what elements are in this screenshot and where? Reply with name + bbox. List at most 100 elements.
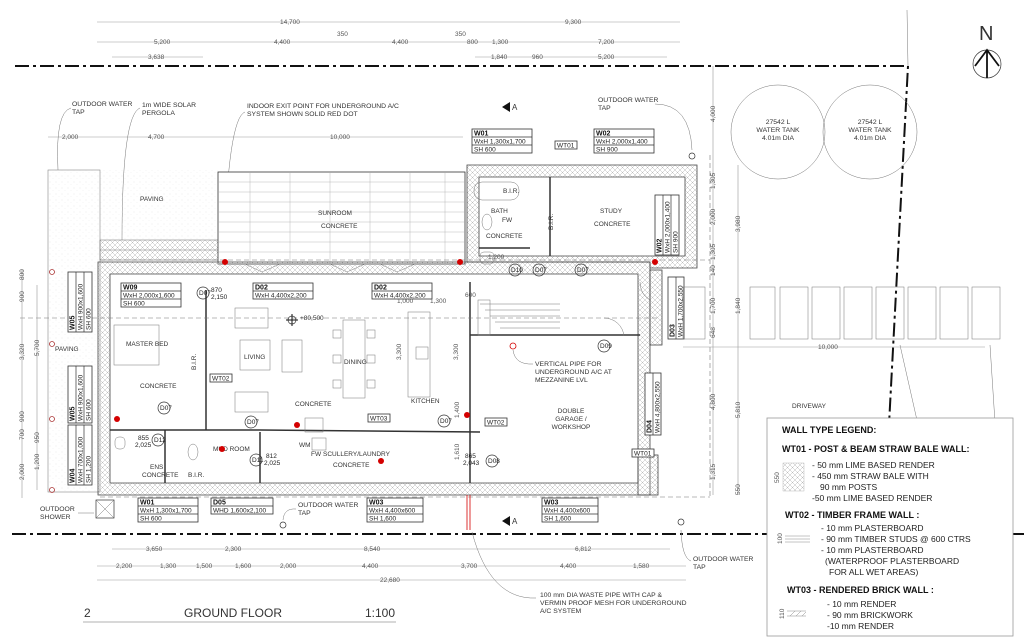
- svg-text:W05: W05: [70, 407, 77, 422]
- svg-text:SH 600: SH 600: [140, 516, 162, 523]
- dim: 3,638: [148, 54, 165, 61]
- svg-text:WT02: WT02: [212, 376, 230, 383]
- svg-text:2,200: 2,200: [116, 563, 133, 570]
- water-tank-2: 27542 L WATER TANK 4.01m DIA: [822, 84, 918, 180]
- dim: 4,700: [148, 134, 165, 141]
- svg-text:D02: D02: [255, 285, 268, 292]
- svg-text:SH 1,600: SH 1,600: [544, 516, 571, 523]
- svg-text:3,300: 3,300: [453, 343, 460, 360]
- svg-text:1,000: 1,000: [397, 298, 414, 305]
- svg-text:D04: D04: [647, 420, 654, 433]
- svg-text:1,200: 1,200: [488, 254, 505, 261]
- svg-text:WT01: WT01: [634, 451, 652, 458]
- svg-text:W09: W09: [123, 285, 138, 292]
- timber-wall-swatch: [785, 535, 810, 543]
- svg-text:ENS: ENS: [150, 464, 164, 471]
- svg-text:1,300: 1,300: [160, 563, 177, 570]
- door-d07-kitchen: D07: [437, 414, 452, 428]
- svg-text:2,000: 2,000: [19, 463, 26, 480]
- svg-text:1,610: 1,610: [454, 443, 461, 460]
- svg-text:SCULLERY/LAUNDRY: SCULLERY/LAUNDRY: [323, 451, 391, 458]
- svg-text:SHOWER: SHOWER: [40, 514, 71, 521]
- svg-text:DINING: DINING: [344, 359, 367, 366]
- svg-text:100: 100: [777, 533, 784, 544]
- svg-text:1,305: 1,305: [710, 243, 717, 260]
- svg-text:A/C SYSTEM: A/C SYSTEM: [540, 608, 582, 615]
- svg-text:VERTICAL PIPE FOR: VERTICAL PIPE FOR: [535, 361, 602, 368]
- right-dimensions: 4,000 1,305 2,000 1,305 140 1,700 648 4,…: [710, 66, 742, 495]
- svg-text:D12: D12: [154, 437, 166, 444]
- svg-text:W03: W03: [544, 500, 559, 507]
- svg-text:KITCHEN: KITCHEN: [411, 398, 440, 405]
- interior-walls: [110, 177, 640, 483]
- svg-text:2,300: 2,300: [225, 546, 242, 553]
- svg-text:- 10 mm RENDER: - 10 mm RENDER: [827, 599, 896, 609]
- svg-text:WxH 4,400x2,200: WxH 4,400x2,200: [255, 293, 307, 300]
- north-arrow: N: [972, 23, 1002, 79]
- building-walls: [97, 164, 698, 496]
- svg-text:4.01m DIA: 4.01m DIA: [854, 135, 887, 142]
- svg-text:TAP: TAP: [693, 564, 706, 571]
- svg-text:27542 L: 27542 L: [858, 119, 883, 126]
- svg-text:CONCRETE: CONCRETE: [594, 221, 631, 228]
- svg-text:TAP: TAP: [298, 510, 311, 517]
- svg-text:WxH 2,000x1,600: WxH 2,000x1,600: [123, 293, 175, 300]
- svg-text:3,320: 3,320: [19, 343, 26, 360]
- svg-text:1,840: 1,840: [735, 297, 742, 314]
- svg-text:VERMIN PROOF MESH FOR UNDERGRO: VERMIN PROOF MESH FOR UNDERGROUND: [540, 600, 687, 607]
- svg-text:WxH 700x1,000: WxH 700x1,000: [78, 436, 85, 483]
- svg-text:SH 1,200: SH 1,200: [86, 456, 93, 483]
- svg-text:WxH 4,800x2,550: WxH 4,800x2,550: [655, 381, 662, 433]
- svg-text:D08: D08: [488, 458, 500, 465]
- svg-text:WT02: WT02: [487, 420, 505, 427]
- top-dimensions: 14,700 9,300 5,200 4,400 350 4,400 350 8…: [97, 19, 680, 61]
- dim: 1,300: [492, 39, 509, 46]
- svg-text:WxH 2,000x1,400: WxH 2,000x1,400: [596, 139, 648, 146]
- svg-text:- 90 mm TIMBER STUDS @ 600 CTR: - 90 mm TIMBER STUDS @ 600 CTRS: [821, 534, 971, 544]
- north-label: N: [979, 23, 993, 45]
- svg-text:LIVING: LIVING: [244, 354, 265, 361]
- solar-pergola: [99, 239, 223, 261]
- svg-text:- 10 mm PLASTERBOARD: - 10 mm PLASTERBOARD: [821, 523, 924, 533]
- svg-text:D09: D09: [600, 343, 612, 350]
- svg-text:800: 800: [19, 269, 26, 280]
- svg-text:B.I.R.: B.I.R.: [503, 188, 519, 195]
- note-vertical-pipe: VERTICAL PIPE FOR UNDERGROUND A/C AT MEZ…: [509, 342, 612, 384]
- svg-text:OUTDOOR WATER: OUTDOOR WATER: [693, 556, 754, 563]
- note-outdoor-tap-ne: OUTDOOR WATER TAP: [598, 97, 696, 160]
- svg-text:INDOOR EXIT POINT FOR UNDERGRO: INDOOR EXIT POINT FOR UNDERGROUND A/C: [247, 103, 399, 110]
- door-d07-bath: D07: [532, 263, 547, 277]
- svg-text:CONCRETE: CONCRETE: [295, 401, 332, 408]
- svg-text:CONCRETE: CONCRETE: [486, 233, 523, 240]
- svg-text:600: 600: [465, 292, 476, 299]
- svg-text:6,812: 6,812: [575, 546, 592, 553]
- svg-text:TAP: TAP: [72, 109, 85, 116]
- svg-text:3,980: 3,980: [735, 215, 742, 232]
- svg-text:WxH 4,400x600: WxH 4,400x600: [544, 508, 591, 515]
- svg-text:SH 900: SH 900: [673, 231, 680, 253]
- svg-text:5,700: 5,700: [34, 339, 41, 356]
- note-outdoor-shower: OUTDOOR SHOWER: [40, 499, 115, 521]
- svg-text:3,300: 3,300: [396, 343, 403, 360]
- svg-text:865: 865: [465, 453, 476, 460]
- svg-text:900: 900: [19, 291, 26, 302]
- svg-text:B.I.R.: B.I.R.: [188, 472, 204, 479]
- brick-wall-swatch: [787, 610, 807, 617]
- legend-title: WALL TYPE LEGEND:: [782, 425, 876, 435]
- svg-text:550: 550: [774, 472, 781, 483]
- svg-text:PERGOLA: PERGOLA: [142, 110, 175, 117]
- svg-text:WxH 2,000x1,400: WxH 2,000x1,400: [665, 201, 672, 253]
- svg-text:OUTDOOR: OUTDOOR: [40, 506, 75, 513]
- svg-text:W02: W02: [596, 131, 611, 138]
- drawing-title-text: GROUND FLOOR: [184, 606, 282, 620]
- svg-text:UNDERGROUND A/C AT: UNDERGROUND A/C AT: [535, 369, 612, 376]
- dim: 2,000: [62, 134, 79, 141]
